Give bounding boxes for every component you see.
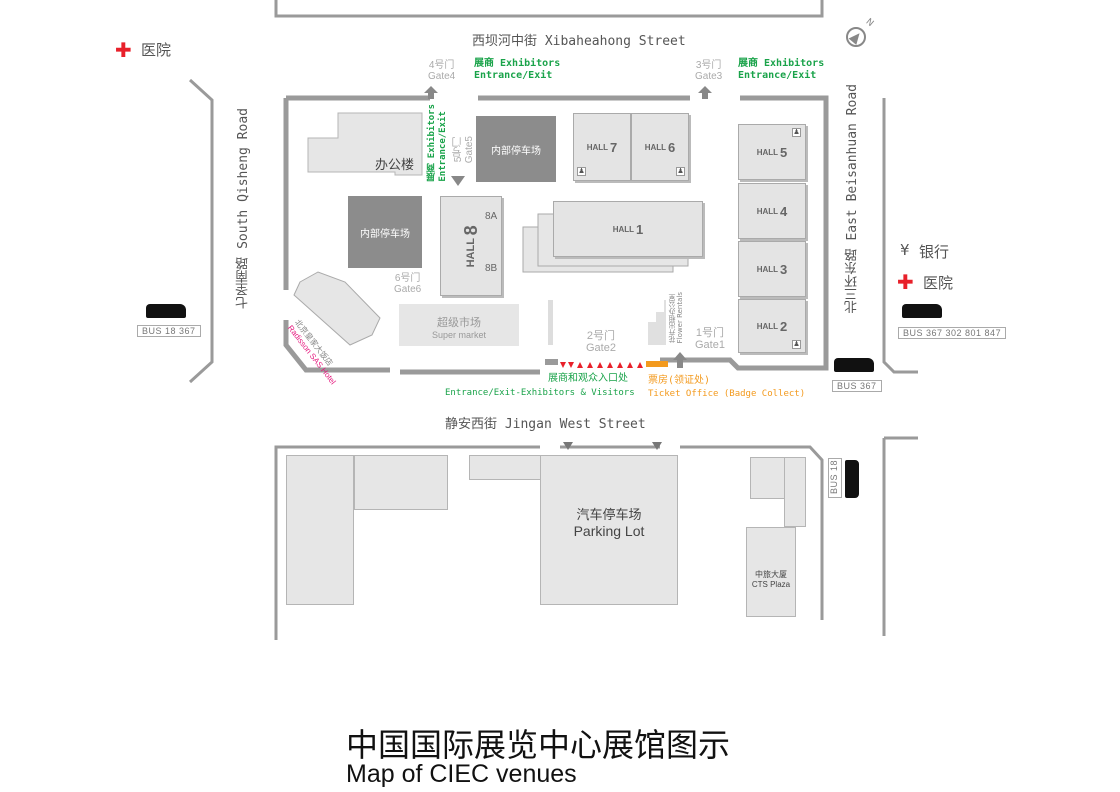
compass-icon — [846, 27, 866, 47]
office-building-label: 办公楼 — [375, 158, 415, 173]
inner-parking-north: 内部停车场 — [476, 116, 556, 182]
ticket-office-cn: 票房(领证处) — [648, 375, 711, 386]
parking-lot: 汽车停车场 Parking Lot — [540, 455, 678, 605]
hall-8b-label: 8B — [485, 263, 498, 274]
map-title-en: Map of CIEC venues — [346, 760, 577, 788]
hall-8a-label: 8A — [485, 211, 498, 222]
west-road-label: 七圣南路 South Qisheng Road — [236, 108, 251, 309]
restroom-icon: ♟ — [792, 128, 801, 137]
hotel-building — [293, 271, 381, 346]
bus-lines-southeast: BUS 367 — [832, 380, 882, 392]
building — [354, 455, 448, 510]
restroom-icon: ♟ — [676, 167, 685, 176]
bank-icon: ¥ — [900, 241, 910, 259]
main-entrance-en: Entrance/Exit-Exhibitors & Visitors — [445, 388, 635, 398]
hospital-icon: ✚ — [115, 38, 132, 62]
west-road-edge — [188, 78, 214, 384]
east-road-edge — [882, 98, 918, 374]
south-block-outline — [274, 445, 824, 640]
hall-8[interactable]: HALL 8 8A 8B — [440, 196, 502, 296]
hospital-label-east: 医院 — [923, 274, 954, 292]
gate1-arrow — [673, 352, 687, 368]
inner-parking-west: 内部停车场 — [348, 196, 422, 268]
bus-icon — [845, 460, 859, 498]
hospital-icon: ✚ — [897, 270, 914, 294]
building — [286, 455, 354, 605]
restroom-icon: ♟ — [792, 340, 801, 349]
hospital-label-west: 医院 — [141, 41, 172, 59]
compound-wall — [286, 95, 829, 371]
building — [469, 455, 541, 480]
east-road-label: 北三环东路 East Beisanhuan Road — [845, 84, 860, 314]
bus-lines-east: BUS 367 302 801 847 — [898, 327, 1007, 339]
map-title-cn: 中国国际展览中心展馆图示 — [346, 726, 731, 764]
cts-plaza: 中旅大厦 CTS Plaza — [746, 527, 796, 617]
building — [784, 457, 806, 527]
main-entrance-arrows — [560, 362, 643, 368]
ticket-office-en: Ticket Office (Badge Collect) — [648, 389, 806, 399]
office-building — [307, 112, 423, 176]
bus-icon — [834, 358, 874, 372]
north-building-outline — [274, 0, 824, 18]
supermarket: 超级市场 Super market — [399, 304, 519, 346]
bus-lines-west: BUS 18 367 — [137, 325, 201, 337]
bus-lines-bottom-right: BUS 18 — [828, 458, 842, 498]
north-street-label: 西坝河中街 Xibaheahong Street — [472, 34, 686, 49]
bus-icon — [146, 304, 186, 318]
main-entrance-cn: 展商和观众入口处 — [548, 373, 628, 384]
south-street-label: 静安西街 Jingan West Street — [445, 417, 646, 432]
bus-icon — [902, 304, 942, 318]
bank-label: 银行 — [919, 243, 950, 261]
ticket-office-marker — [646, 361, 668, 367]
restroom-icon: ♟ — [577, 167, 586, 176]
building — [750, 457, 786, 499]
